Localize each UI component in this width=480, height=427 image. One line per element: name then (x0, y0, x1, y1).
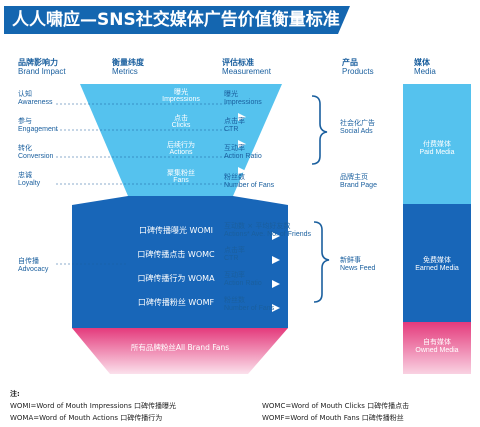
notes-label: 注: (10, 390, 20, 398)
metric-woma: 口碑传播行为 WOMA (137, 274, 215, 283)
page-title: 人人啸应—SNS社交媒体广告价值衡量标准 (12, 10, 340, 30)
media-owned-block (403, 322, 471, 374)
note-womc: WOMC=Word of Mouth Clicks 口碑传播点击 (262, 402, 410, 410)
brace-social-ads (311, 95, 328, 165)
note-womi: WOMI=Word of Mouth Impressions 口碑传播曝光 (10, 402, 176, 410)
metric-womi: 口碑传播曝光 WOMI (138, 226, 213, 235)
title-banner (4, 6, 350, 34)
all-brand-fans-label: 所有品牌粉丝All Brand Fans (130, 343, 230, 352)
funnel-upper (80, 84, 282, 196)
media-earned-block (403, 204, 471, 322)
funnel-lower (72, 196, 288, 328)
funnel-base (72, 328, 288, 374)
brace-news-feed (313, 221, 330, 303)
media-paid-block (403, 84, 471, 204)
metric-womf: 口碑传播粉丝 WOMF (137, 298, 215, 307)
funnel-arrows (238, 113, 280, 312)
metric-womc: 口碑传播点击 WOMC (137, 250, 215, 259)
note-woma: WOMA=Word of Mouth Actions 口碑传播行为 (10, 414, 163, 422)
note-womf: WOMF=Word of Mouth Fans 口碑传播粉丝 (262, 414, 404, 422)
